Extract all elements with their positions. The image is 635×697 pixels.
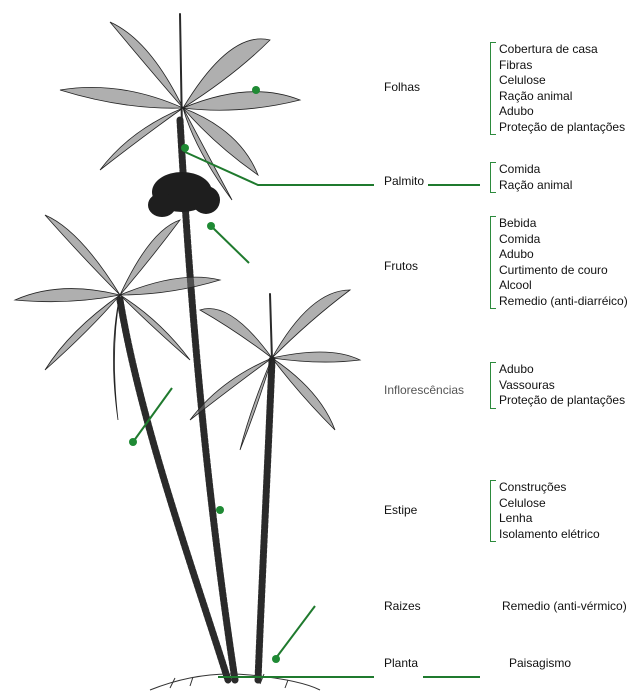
use-item: Vassouras: [499, 378, 625, 394]
marker-palmito: [181, 144, 189, 152]
use-item: Ração animal: [499, 89, 625, 105]
use-item: Bebida: [499, 216, 628, 232]
label-frutos: Frutos: [384, 259, 418, 273]
use-item: Curtimento de couro: [499, 263, 628, 279]
use-item: Construções: [499, 480, 600, 496]
marker-raizes: [272, 655, 280, 663]
use-item: Celulose: [499, 496, 600, 512]
marker-frutos: [207, 222, 215, 230]
use-item: Lenha: [499, 511, 600, 527]
marker-folhas: [252, 86, 260, 94]
label-planta: Planta: [384, 656, 418, 670]
use-item: Remedio (anti-diarréico): [499, 294, 628, 310]
fruit-cluster: [148, 172, 220, 217]
use-item: Comida: [499, 162, 572, 178]
use-item: Cobertura de casa: [499, 42, 625, 58]
label-palmito: Palmito: [384, 174, 424, 188]
use-planta: Paisagismo: [509, 656, 571, 670]
use-item: Celulose: [499, 73, 625, 89]
marker-inflorescencias: [129, 438, 137, 446]
use-item: Comida: [499, 232, 628, 248]
use-item: Alcool: [499, 278, 628, 294]
use-item: Adubo: [499, 104, 625, 120]
uses-inflorescencias: Adubo Vassouras Proteção de plantações: [490, 362, 625, 409]
use-item: Proteção de plantações: [499, 393, 625, 409]
uses-frutos: Bebida Comida Adubo Curtimento de couro …: [490, 216, 628, 309]
marker-estipe: [216, 506, 224, 514]
use-item: Isolamento elétrico: [499, 527, 600, 543]
label-inflorescencias: Inflorescências: [384, 383, 464, 397]
use-item: Fibras: [499, 58, 625, 74]
use-raizes: Remedio (anti-vérmico): [502, 599, 627, 613]
use-item: Proteção de plantações: [499, 120, 625, 136]
uses-folhas: Cobertura de casa Fibras Celulose Ração …: [490, 42, 625, 135]
connector-raizes: [276, 606, 315, 658]
uses-estipe: Construções Celulose Lenha Isolamento el…: [490, 480, 600, 542]
label-folhas: Folhas: [384, 80, 420, 94]
use-item: Ração animal: [499, 178, 572, 194]
use-item: Adubo: [499, 247, 628, 263]
connector-frutos: [211, 226, 249, 263]
label-estipe: Estipe: [384, 503, 417, 517]
label-raizes: Raizes: [384, 599, 421, 613]
uses-palmito: Comida Ração animal: [490, 162, 572, 193]
use-item: Adubo: [499, 362, 625, 378]
